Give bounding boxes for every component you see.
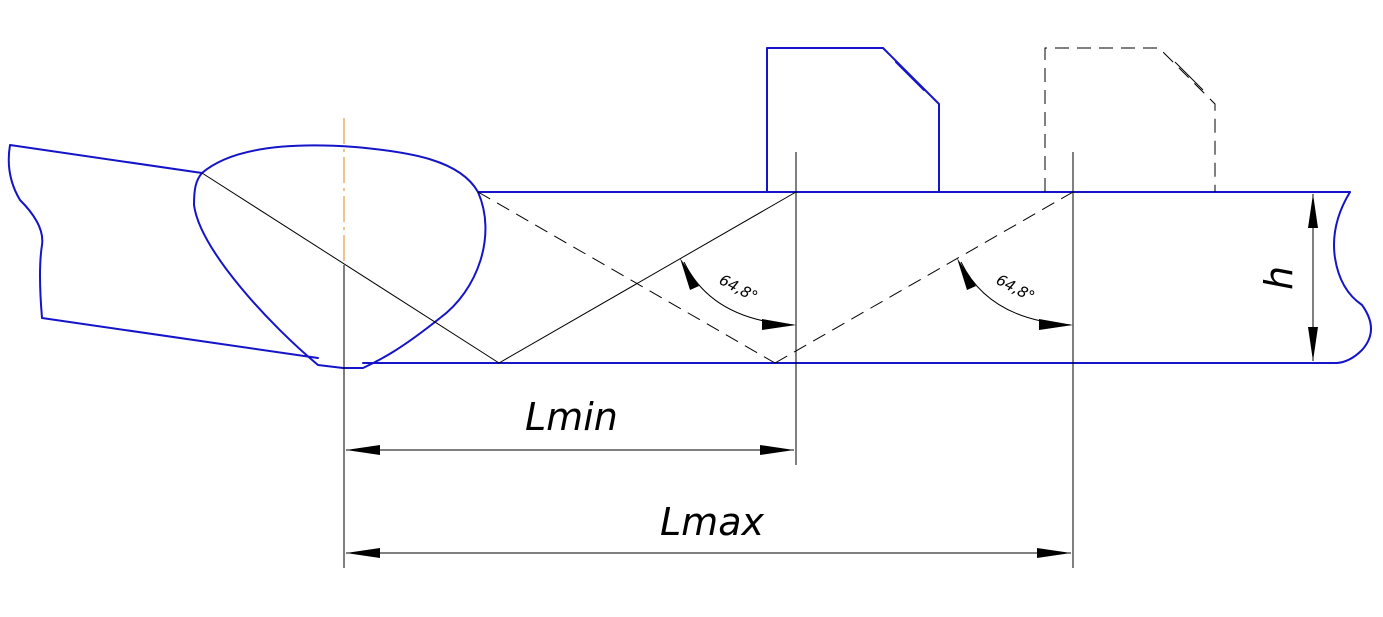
h-label: h bbox=[1257, 266, 1301, 290]
main-plate-break-edge bbox=[1333, 191, 1372, 364]
h-arrow-bottom bbox=[1308, 327, 1318, 361]
beam-min-incident bbox=[498, 191, 797, 364]
probe-min-position bbox=[766, 47, 940, 193]
probe-max-prism-mark bbox=[1174, 61, 1204, 91]
probe-max-position bbox=[1044, 47, 1216, 192]
beam-max-incident bbox=[774, 191, 1074, 364]
beam-max-reflected bbox=[477, 191, 776, 364]
lmax-arrow-left bbox=[346, 548, 380, 558]
lmax-arrow-right bbox=[1037, 548, 1071, 558]
h-arrow-top bbox=[1308, 194, 1318, 228]
beam-min-reflected bbox=[201, 172, 500, 364]
angle-min-label: 64,8° bbox=[716, 271, 761, 306]
lmin-arrow-left bbox=[346, 445, 380, 455]
angle-min-arrow-end bbox=[762, 319, 796, 330]
probe-min-prism-mark bbox=[895, 61, 925, 91]
angle-min-arrow-start bbox=[680, 258, 699, 290]
left-plate-outline bbox=[7, 144, 319, 359]
angle-max-arrow-end bbox=[1039, 319, 1073, 330]
weld-bead-outline bbox=[193, 144, 487, 369]
lmax-label: Lmax bbox=[660, 500, 764, 544]
lmin-label: Lmin bbox=[525, 395, 618, 439]
angle-max-arrow-start bbox=[957, 258, 976, 290]
angle-max-label: 64,8° bbox=[993, 271, 1038, 306]
lmin-arrow-right bbox=[760, 445, 794, 455]
